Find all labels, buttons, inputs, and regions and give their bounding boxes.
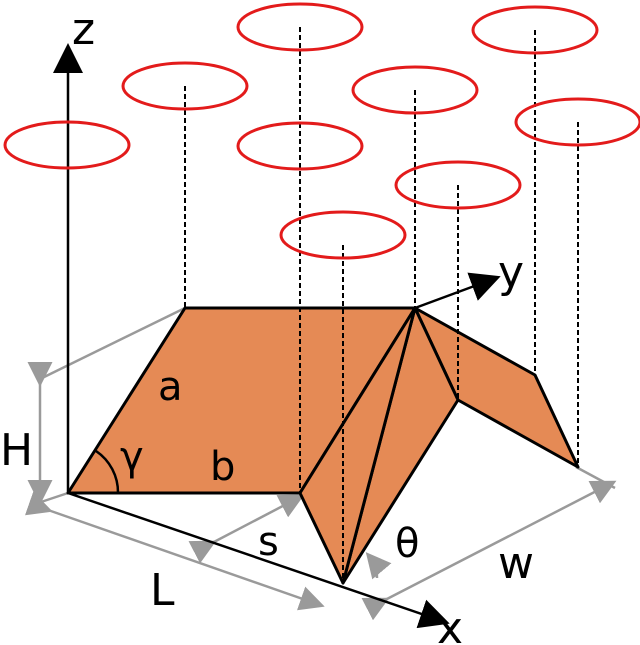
loop — [279, 210, 407, 260]
side-b-label: b — [210, 444, 235, 490]
length-dimension-arrow — [24, 491, 325, 611]
z-axis-label: z — [72, 4, 95, 55]
loop — [471, 5, 599, 55]
theta-angle-arc — [365, 552, 392, 580]
height-label: H — [0, 425, 33, 476]
loop — [121, 61, 249, 111]
x-axis-label: x — [437, 603, 463, 645]
gamma-angle-label: γ — [120, 434, 144, 480]
width-ref-line — [575, 465, 616, 490]
loop — [236, 121, 364, 171]
y-axis-label: y — [498, 247, 524, 298]
loop — [394, 160, 522, 210]
height-bottom-ref-line — [37, 491, 69, 505]
loop — [3, 120, 131, 170]
dashed-support-lines — [184, 27, 579, 583]
loop — [351, 65, 479, 115]
gamma-angle-arc — [95, 449, 120, 494]
theta-angle-label: θ — [395, 521, 419, 567]
x-axis-line — [67, 491, 450, 629]
width-dimension-arrow — [361, 480, 617, 621]
dimension-lines — [24, 306, 617, 621]
loops — [3, 2, 640, 260]
spacing-dimension-arrow — [188, 494, 305, 564]
roof — [66, 306, 580, 585]
loop — [236, 2, 364, 52]
length-label: L — [150, 565, 175, 616]
side-a-label: a — [158, 364, 183, 410]
y-axis-line — [414, 272, 501, 310]
loop — [514, 97, 640, 147]
roof-front-gable-face — [298, 306, 417, 585]
width-label: w — [498, 538, 534, 589]
spacing-label: s — [258, 519, 279, 565]
height-top-ref-line — [37, 306, 186, 382]
